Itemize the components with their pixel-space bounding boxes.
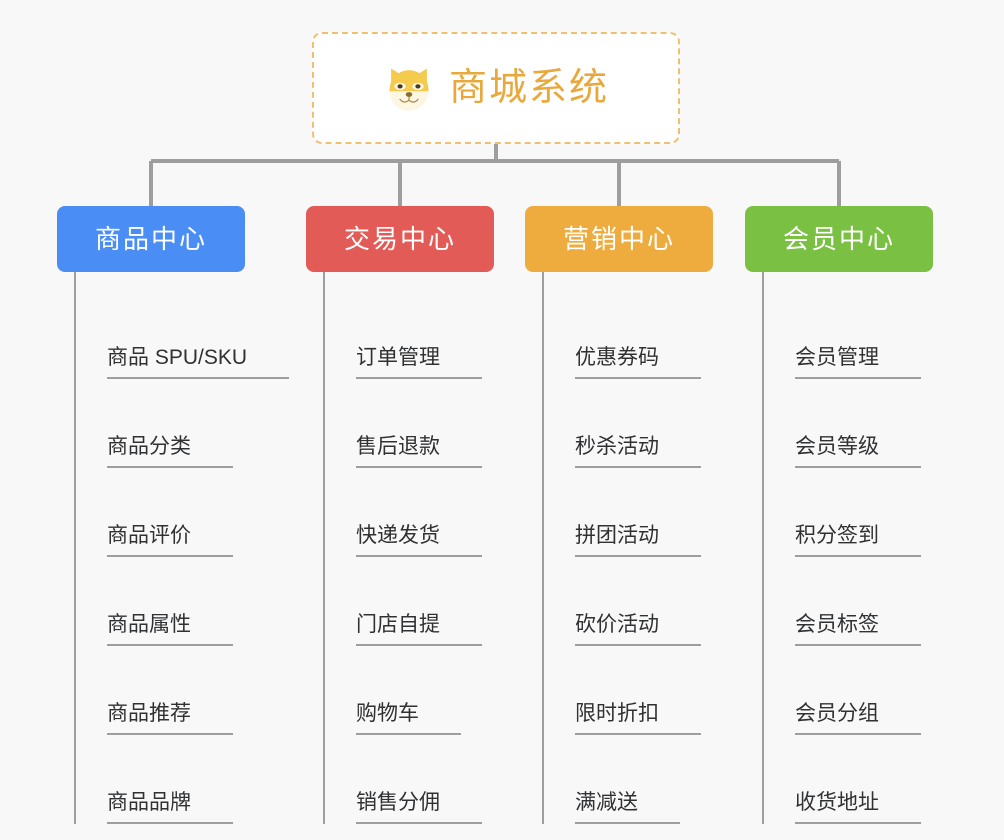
leaf-label: 商品评价 [107,525,233,557]
list-item[interactable]: 销售分佣 [323,735,496,824]
list-item[interactable]: 秒杀活动 [542,379,715,468]
leaf-label: 优惠券码 [575,347,701,379]
leaf-label: 秒杀活动 [575,436,701,468]
leaf-list-marketing: 优惠券码 秒杀活动 拼团活动 砍价活动 限时折扣 满减送 [542,272,715,824]
leaf-label: 满减送 [575,792,680,824]
leaf-label: 会员分组 [795,703,921,735]
leaf-label: 商品推荐 [107,703,233,735]
leaf-list-product: 商品 SPU/SKU 商品分类 商品评价 商品属性 商品推荐 商品品牌 [74,272,290,824]
list-item[interactable]: 会员标签 [762,557,935,646]
list-item[interactable]: 满减送 [542,735,715,824]
category-box-product[interactable]: 商品中心 [57,206,245,272]
leaf-label: 积分签到 [795,525,921,557]
list-item[interactable]: 售后退款 [323,379,496,468]
list-item[interactable]: 购物车 [323,646,496,735]
branch-column-transaction: 交易中心 订单管理 售后退款 快递发货 门店自提 购物车 销售分佣 [306,206,496,824]
leaf-label: 商品属性 [107,614,233,646]
leaf-label: 会员等级 [795,436,921,468]
list-item[interactable]: 会员管理 [762,290,935,379]
list-item[interactable]: 商品品牌 [74,735,247,824]
list-item[interactable]: 商品分类 [74,379,247,468]
leaf-list-member: 会员管理 会员等级 积分签到 会员标签 会员分组 收货地址 [762,272,935,824]
leaf-spine [762,272,764,824]
leaf-label: 商品 SPU/SKU [107,347,290,379]
list-item[interactable]: 会员等级 [762,379,935,468]
category-box-transaction[interactable]: 交易中心 [306,206,494,272]
leaf-label: 商品品牌 [107,792,233,824]
leaf-label: 销售分佣 [356,792,482,824]
branch-column-product: 商品中心 商品 SPU/SKU 商品分类 商品评价 商品属性 商品推荐 商品品牌 [57,206,290,824]
list-item[interactable]: 积分签到 [762,468,935,557]
list-item[interactable]: 门店自提 [323,557,496,646]
list-item[interactable]: 优惠券码 [542,290,715,379]
leaf-spine [74,272,76,824]
leaf-label: 收货地址 [795,792,921,824]
leaf-label: 砍价活动 [575,614,701,646]
category-label: 商品中心 [94,224,207,254]
leaf-label: 限时折扣 [575,703,701,735]
leaf-label: 快递发货 [356,525,482,557]
list-item[interactable]: 会员分组 [762,646,935,735]
leaf-label: 售后退款 [356,436,482,468]
category-box-member[interactable]: 会员中心 [745,206,933,272]
leaf-label: 订单管理 [356,347,482,379]
category-label: 交易中心 [343,224,456,254]
list-item[interactable]: 砍价活动 [542,557,715,646]
category-box-marketing[interactable]: 营销中心 [525,206,713,272]
leaf-label: 会员标签 [795,614,921,646]
list-item[interactable]: 商品属性 [74,557,247,646]
branch-column-member: 会员中心 会员管理 会员等级 积分签到 会员标签 会员分组 收货地址 [745,206,935,824]
leaf-label: 商品分类 [107,436,233,468]
list-item[interactable]: 快递发货 [323,468,496,557]
list-item[interactable]: 订单管理 [323,290,496,379]
list-item[interactable]: 限时折扣 [542,646,715,735]
list-item[interactable]: 商品评价 [74,468,247,557]
dog-face-icon [383,62,435,114]
root-node[interactable]: 商城系统 [312,32,680,144]
leaf-label: 门店自提 [356,614,482,646]
list-item[interactable]: 拼团活动 [542,468,715,557]
leaf-label: 购物车 [356,703,461,735]
category-label: 会员中心 [782,224,895,254]
list-item[interactable]: 商品推荐 [74,646,247,735]
leaf-label: 拼团活动 [575,525,701,557]
leaf-list-transaction: 订单管理 售后退款 快递发货 门店自提 购物车 销售分佣 [323,272,496,824]
leaf-spine [323,272,325,824]
list-item[interactable]: 商品 SPU/SKU [74,290,290,379]
leaf-label: 会员管理 [795,347,921,379]
list-item[interactable]: 收货地址 [762,735,935,824]
root-title: 商城系统 [448,67,609,109]
category-label: 营销中心 [562,224,675,254]
leaf-spine [542,272,544,824]
branch-column-marketing: 营销中心 优惠券码 秒杀活动 拼团活动 砍价活动 限时折扣 满减送 [525,206,715,824]
